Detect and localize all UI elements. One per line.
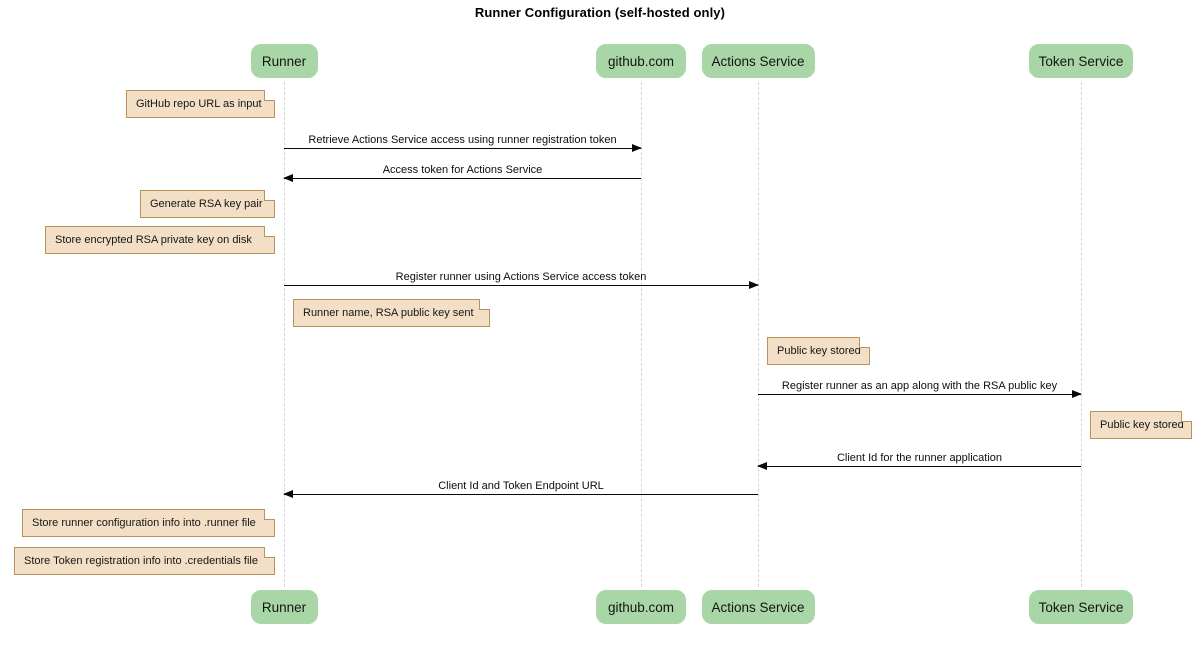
note-text: Public key stored xyxy=(1100,419,1184,431)
note-fold-corner-icon xyxy=(264,190,275,201)
message-label: Register runner as an app along with the… xyxy=(781,380,1058,392)
note-fold-corner-icon xyxy=(1181,411,1192,422)
arrowhead-right-icon xyxy=(1072,389,1082,398)
participant-label: Actions Service xyxy=(711,53,805,69)
participant-label: Runner xyxy=(261,599,307,615)
lifeline-runner xyxy=(284,82,286,587)
message-arrow: Retrieve Actions Service access using ru… xyxy=(284,134,642,152)
note: Runner name, RSA public key sent xyxy=(293,299,490,327)
diagram-title: Runner Configuration (self-hosted only) xyxy=(474,5,726,20)
note-fold-corner-icon xyxy=(479,299,490,310)
participant-token-bottom[interactable]: Token Service xyxy=(1029,590,1133,624)
message-arrow: Client Id and Token Endpoint URL xyxy=(283,480,758,498)
note-fold-corner-icon xyxy=(264,509,275,520)
lifeline-actions xyxy=(758,82,760,587)
participant-runner-bottom[interactable]: Runner xyxy=(250,590,318,624)
arrowhead-left-icon xyxy=(283,489,293,498)
note-fold-corner-icon xyxy=(264,547,275,558)
participant-label: Runner xyxy=(261,53,307,69)
participant-github-bottom[interactable]: github.com xyxy=(596,590,686,624)
arrowhead-left-icon xyxy=(283,173,293,182)
participant-github-top[interactable]: github.com xyxy=(596,44,686,78)
note-text: Generate RSA key pair xyxy=(150,198,263,210)
note: GitHub repo URL as input xyxy=(126,90,275,118)
message-arrow: Client Id for the runner application xyxy=(757,452,1081,470)
lifeline-github xyxy=(641,82,643,587)
participant-label: github.com xyxy=(607,599,675,615)
participant-label: Token Service xyxy=(1038,53,1124,69)
note: Generate RSA key pair xyxy=(140,190,275,218)
participant-label: Actions Service xyxy=(711,599,805,615)
note-text: Runner name, RSA public key sent xyxy=(303,307,474,319)
note-fold-corner-icon xyxy=(264,90,275,101)
note: Public key stored xyxy=(1090,411,1192,439)
message-label: Access token for Actions Service xyxy=(382,164,543,176)
message-label: Retrieve Actions Service access using ru… xyxy=(308,134,617,146)
message-arrow: Register runner using Actions Service ac… xyxy=(284,271,759,289)
note-text: Store Token registration info into .cred… xyxy=(24,555,258,567)
note: Store encrypted RSA private key on disk xyxy=(45,226,275,254)
arrowhead-right-icon xyxy=(632,143,642,152)
participant-actions-bottom[interactable]: Actions Service xyxy=(701,590,815,624)
arrowhead-right-icon xyxy=(749,280,759,289)
note-text: Store runner configuration info into .ru… xyxy=(32,517,256,529)
participant-actions-top[interactable]: Actions Service xyxy=(701,44,815,78)
message-label: Client Id and Token Endpoint URL xyxy=(438,480,604,492)
participant-runner-top[interactable]: Runner xyxy=(250,44,318,78)
participant-token-top[interactable]: Token Service xyxy=(1029,44,1133,78)
message-arrow: Access token for Actions Service xyxy=(283,164,641,182)
note: Store Token registration info into .cred… xyxy=(14,547,275,575)
arrowhead-left-icon xyxy=(757,461,767,470)
lifeline-token xyxy=(1081,82,1083,587)
note-text: GitHub repo URL as input xyxy=(136,98,262,110)
note-fold-corner-icon xyxy=(859,337,870,348)
participant-label: Token Service xyxy=(1038,599,1124,615)
participant-label: github.com xyxy=(607,53,675,69)
note: Public key stored xyxy=(767,337,870,365)
message-label: Client Id for the runner application xyxy=(836,452,1003,464)
message-label: Register runner using Actions Service ac… xyxy=(395,271,647,283)
note-text: Store encrypted RSA private key on disk xyxy=(55,234,252,246)
note-text: Public key stored xyxy=(777,345,861,357)
note-fold-corner-icon xyxy=(264,226,275,237)
message-arrow: Register runner as an app along with the… xyxy=(758,380,1082,398)
note: Store runner configuration info into .ru… xyxy=(22,509,275,537)
